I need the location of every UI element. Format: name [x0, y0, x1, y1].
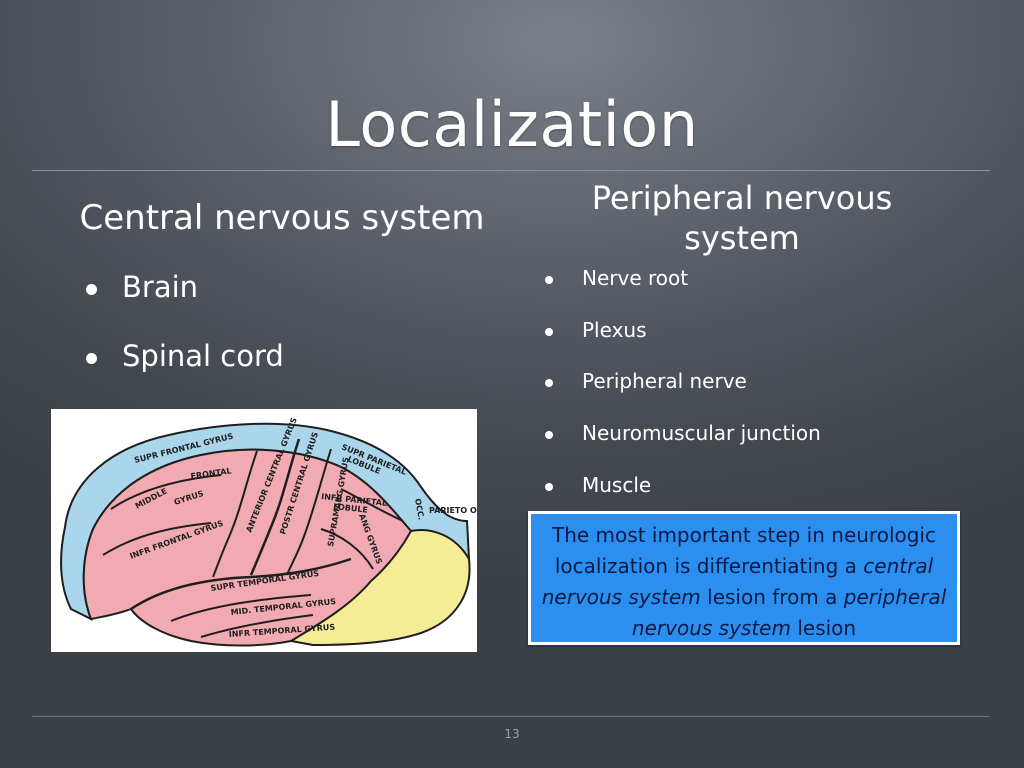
- bullet-dot-icon: [545, 379, 553, 387]
- key-point-callout: The most important step in neurologic lo…: [528, 511, 960, 645]
- list-item-text: Brain: [122, 270, 199, 304]
- list-item-text: Plexus: [582, 318, 647, 342]
- list-item: Peripheral nerve: [545, 369, 747, 393]
- footer-divider: [32, 716, 990, 717]
- bullet-dot-icon: [86, 353, 97, 364]
- list-item: Neuromuscular junction: [545, 421, 821, 445]
- label-inf-lobule: LOBULE: [333, 502, 369, 515]
- callout-emphasis-pns: peripheral nervous system: [631, 585, 947, 640]
- slide-title: Localization: [325, 88, 699, 161]
- parietal-sulcus: [320, 528, 374, 570]
- page-number: 13: [504, 727, 520, 741]
- intraparietal-sulcus: [340, 488, 404, 522]
- pns-heading-line2: system: [684, 219, 800, 257]
- cns-heading: Central nervous system: [79, 198, 485, 238]
- inferior-frontal-sulcus: [102, 522, 212, 556]
- callout-text-1: The most important step in neurologic lo…: [552, 523, 936, 578]
- temporal-sulcus-2: [200, 614, 314, 638]
- list-item: Plexus: [545, 318, 647, 342]
- list-item-text: Neuromuscular junction: [582, 421, 821, 445]
- bullet-dot-icon: [545, 431, 553, 439]
- bullet-dot-icon: [86, 284, 97, 295]
- list-item-text: Peripheral nerve: [582, 369, 747, 393]
- bullet-dot-icon: [545, 483, 553, 491]
- pns-heading-line1: Peripheral nervous: [591, 179, 893, 217]
- list-item: Muscle: [545, 473, 651, 497]
- brain-illustration: SUPR FRONTAL GYRUS MIDDLE FRONTAL GYRUS …: [51, 409, 492, 652]
- postcentral-sulcus: [286, 448, 332, 576]
- list-item: Brain: [86, 270, 198, 304]
- callout-text-3: lesion: [790, 616, 857, 640]
- superior-frontal-sulcus: [110, 474, 222, 510]
- bullet-dot-icon: [545, 328, 553, 336]
- title-divider: [32, 170, 990, 171]
- precentral-sulcus: [212, 450, 258, 578]
- list-item-text: Nerve root: [582, 266, 689, 290]
- pns-heading: Peripheral nervous system: [540, 178, 944, 258]
- list-item: Nerve root: [545, 266, 688, 290]
- sylvian-fissure: [130, 557, 352, 611]
- callout-emphasis-cns: central nervous system: [541, 554, 934, 609]
- list-item-text: Muscle: [582, 473, 652, 497]
- label-parieto-occ: PARIETO OCC.: [429, 506, 477, 515]
- list-item-text: Spinal cord: [122, 339, 284, 373]
- frontal-parietal-region: [82, 448, 413, 647]
- bullet-dot-icon: [545, 276, 553, 284]
- label-occ: OCC.: [413, 498, 426, 521]
- brain-lateral-view-diagram: SUPR FRONTAL GYRUS MIDDLE FRONTAL GYRUS …: [60, 416, 492, 647]
- temporal-sulcus-1: [170, 594, 312, 622]
- callout-text-2: lesion from a: [700, 585, 844, 609]
- list-item: Spinal cord: [86, 339, 284, 373]
- central-sulcus: [249, 438, 301, 576]
